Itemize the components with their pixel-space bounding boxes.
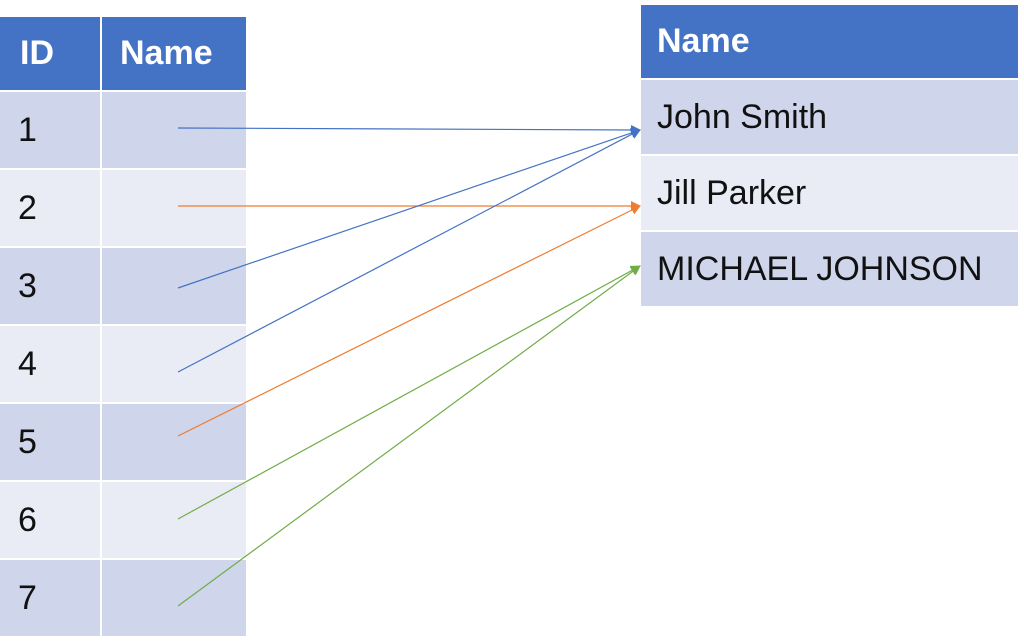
mapping-arrow-1 <box>177 124 641 135</box>
name-cell <box>102 170 246 246</box>
id-cell: 4 <box>0 326 102 402</box>
table-row: 1 <box>0 90 246 168</box>
id-cell: 2 <box>0 170 102 246</box>
name-cell <box>102 560 246 636</box>
name-cell <box>102 248 246 324</box>
mapping-arrow-6 <box>177 265 641 520</box>
lookup-row-jill-parker: Jill Parker <box>641 154 1018 230</box>
lookup-row-john-smith: John Smith <box>641 78 1018 154</box>
name-cell <box>102 404 246 480</box>
mapping-arrow-5 <box>177 205 641 437</box>
lookup-row-michael-johnson: MICHAEL JOHNSON <box>641 230 1018 306</box>
lookup-table-header: Name <box>641 5 1018 78</box>
name-column-header: Name <box>102 17 246 90</box>
id-cell: 5 <box>0 404 102 480</box>
mapping-arrow-4 <box>177 129 641 373</box>
table-row: 4 <box>0 324 246 402</box>
table-row: 2 <box>0 168 246 246</box>
id-cell: 7 <box>0 560 102 636</box>
table-row: 6 <box>0 480 246 558</box>
id-column-header: ID <box>0 17 102 90</box>
source-table-header: ID Name <box>0 17 246 90</box>
name-cell <box>102 92 246 168</box>
source-table: ID Name 1 2 3 4 5 6 7 <box>0 17 246 636</box>
table-row: 7 <box>0 558 246 636</box>
mapping-arrow-7 <box>177 265 641 607</box>
lookup-table: Name John Smith Jill Parker MICHAEL JOHN… <box>641 5 1018 306</box>
table-row: 3 <box>0 246 246 324</box>
name-cell <box>102 326 246 402</box>
table-row: 5 <box>0 402 246 480</box>
id-cell: 3 <box>0 248 102 324</box>
id-cell: 6 <box>0 482 102 558</box>
mapping-arrow-3 <box>177 128 641 289</box>
id-cell: 1 <box>0 92 102 168</box>
